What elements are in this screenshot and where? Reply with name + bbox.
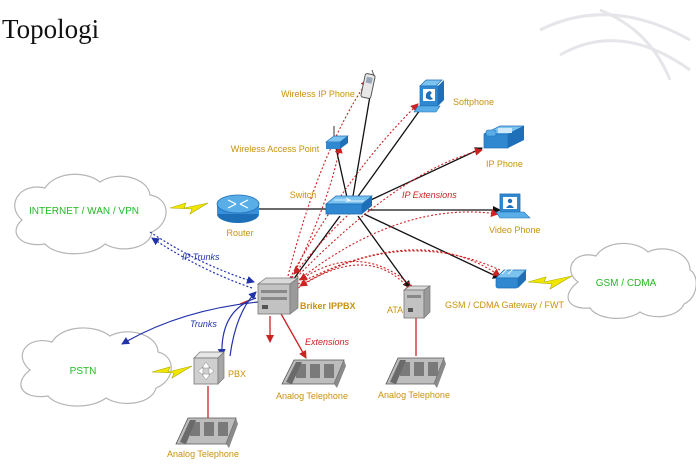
ata-label: ATA	[387, 305, 403, 315]
wireless-phone-icon	[360, 69, 376, 99]
trunk-links	[121, 291, 259, 357]
ata-icon	[402, 285, 432, 319]
gsm-cloud: GSM / CDMA	[567, 242, 696, 319]
background-swoosh	[539, 8, 691, 81]
analog-phone-label-1: Analog Telephone	[276, 391, 348, 401]
extensions-label: Extensions	[305, 337, 350, 347]
gsm-gateway-label: GSM / CDMA Gateway / FWT	[445, 300, 565, 310]
switch-label: Switch	[290, 190, 317, 200]
analog-phone-icon-2	[385, 357, 446, 388]
analog-phone-label-3: Analog Telephone	[167, 449, 239, 459]
ip-trunk-link-return	[151, 237, 253, 289]
video-phone-icon	[495, 193, 531, 219]
ippbx-label: Briker IPPBX	[300, 301, 356, 311]
ip-phone-icon	[483, 125, 525, 149]
router-label: Router	[226, 228, 253, 238]
internet-cloud: INTERNET / WAN / VPN	[14, 173, 167, 255]
pbx-label: PBX	[228, 369, 246, 379]
ip-extensions-label: IP Extensions	[402, 190, 457, 200]
ip-trunk-link	[149, 231, 255, 284]
ip-extension-links	[287, 79, 501, 293]
wireless-phone-label: Wireless IP Phone	[281, 89, 355, 99]
lightning-internet	[169, 202, 209, 215]
lightning-pstn	[151, 365, 193, 379]
analog-phone-label-2: Analog Telephone	[378, 390, 450, 400]
pbx-icon	[193, 351, 225, 385]
pstn-cloud: PSTN	[20, 327, 172, 407]
switch-icon	[324, 195, 374, 215]
analog-extension-links	[207, 299, 417, 418]
ippbx-server-icon	[256, 277, 300, 315]
gsm-cloud-label: GSM / CDMA	[596, 278, 657, 289]
softphone-label: Softphone	[453, 97, 494, 107]
softphone-icon	[413, 79, 444, 113]
ip-phone-label: IP Phone	[486, 159, 523, 169]
lightning-gsm	[527, 275, 573, 290]
ip-trunks-label: IP Trunks	[182, 252, 220, 262]
analog-phone-icon-1	[281, 359, 346, 388]
trunks-label: Trunks	[190, 319, 217, 329]
analog-phone-icon-3	[175, 417, 238, 448]
router-icon	[216, 194, 260, 223]
wireless-access-point-icon	[324, 126, 350, 149]
page-title: Topologi	[2, 14, 100, 44]
video-phone-label: Video Phone	[489, 225, 540, 235]
wireless-access-point-label: Wireless Access Point	[231, 144, 320, 154]
gsm-gateway-icon	[495, 267, 527, 289]
internet-cloud-label: INTERNET / WAN / VPN	[29, 206, 139, 217]
ip-extension-links-return	[293, 207, 501, 287]
pstn-cloud-label: PSTN	[70, 366, 97, 377]
